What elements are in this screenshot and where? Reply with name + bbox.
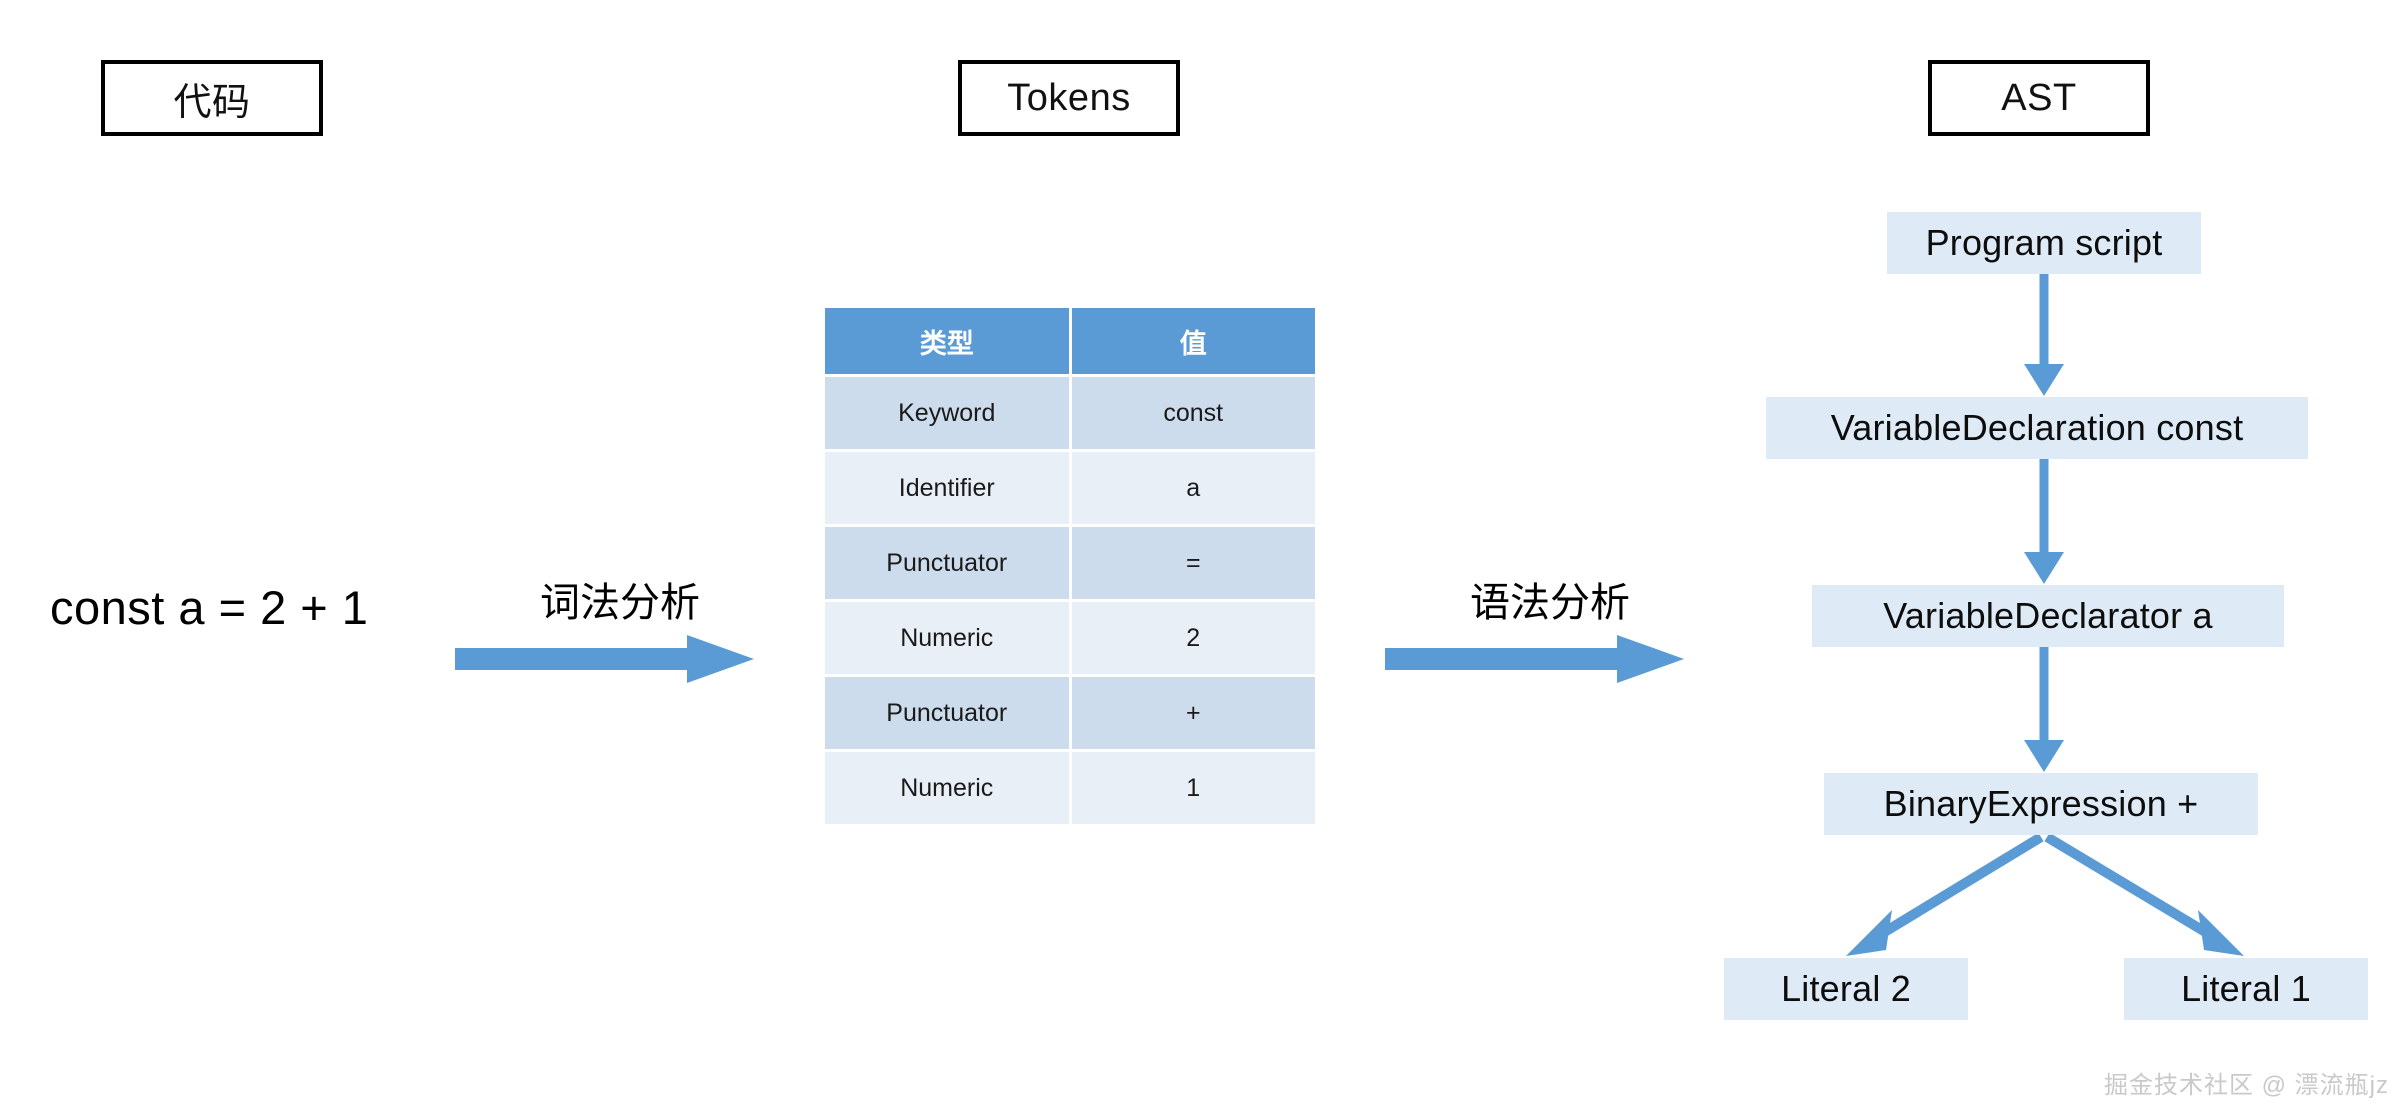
table-row: Punctuator =: [825, 527, 1315, 599]
ast-node-variable-declarator-label: VariableDeclarator a: [1883, 595, 2213, 636]
token-value-cell: 1: [1071, 752, 1315, 824]
token-type-cell: Punctuator: [825, 527, 1069, 599]
thick-right-arrow-icon: [1385, 634, 1685, 689]
ast-edge-binaryexpr-to-literal2: [1846, 832, 2044, 956]
watermark-credit: 掘金技术社区 @ 漂流瓶jz: [2103, 1072, 2389, 1099]
tokens-column-header-value: 值: [1071, 308, 1315, 374]
table-row: Numeric 2: [825, 602, 1315, 674]
ast-edge-binaryexpr-to-literal1: [2044, 832, 2244, 956]
ast-edge-vardecl-to-vardeclarator: [2024, 459, 2064, 584]
token-value-cell: =: [1071, 527, 1315, 599]
ast-edge-program-to-vardecl: [2024, 274, 2064, 396]
thick-right-arrow-icon: [455, 634, 755, 689]
ast-node-binary-expression: BinaryExpression +: [1824, 773, 2258, 835]
source-code-expression: const a = 2 + 1: [50, 581, 369, 634]
tokens-table-header-row: 类型 值: [825, 308, 1315, 374]
token-type-cell: Numeric: [825, 752, 1069, 824]
stage-caption-ast-label: AST: [2001, 76, 2077, 119]
stage-caption-code: 代码: [101, 60, 323, 136]
table-row: Numeric 1: [825, 752, 1315, 824]
table-row: Keyword const: [825, 377, 1315, 449]
stage-caption-tokens-label: Tokens: [1007, 76, 1131, 119]
ast-node-variable-declarator: VariableDeclarator a: [1812, 585, 2284, 647]
ast-node-literal-left: Literal 2: [1724, 958, 1968, 1020]
token-value-cell: a: [1071, 452, 1315, 524]
ast-node-literal-left-label: Literal 2: [1781, 968, 1911, 1009]
token-value-cell: const: [1071, 377, 1315, 449]
ast-node-program: Program script: [1887, 212, 2201, 274]
ast-node-literal-right: Literal 1: [2124, 958, 2368, 1020]
token-type-cell: Punctuator: [825, 677, 1069, 749]
token-value-cell: 2: [1071, 602, 1315, 674]
tokens-column-header-type: 类型: [825, 308, 1069, 374]
stage-caption-code-label: 代码: [173, 81, 251, 124]
token-type-cell: Numeric: [825, 602, 1069, 674]
tokens-table: 类型 值 Keyword const Identifier a Punctuat…: [822, 305, 1318, 827]
ast-node-variable-declaration: VariableDeclaration const: [1766, 397, 2308, 459]
table-row: Punctuator +: [825, 677, 1315, 749]
token-type-cell: Identifier: [825, 452, 1069, 524]
transition-lexical-analysis-label: 词法分析: [540, 581, 700, 625]
tokens-table-head: 类型 值: [825, 308, 1315, 374]
table-row: Identifier a: [825, 452, 1315, 524]
ast-node-variable-declaration-label: VariableDeclaration const: [1830, 407, 2244, 448]
token-value-cell: +: [1071, 677, 1315, 749]
transition-syntax-analysis-label: 语法分析: [1470, 581, 1630, 625]
token-type-cell: Keyword: [825, 377, 1069, 449]
tokens-table-body: Keyword const Identifier a Punctuator = …: [825, 377, 1315, 824]
stage-caption-ast: AST: [1928, 60, 2150, 136]
stage-caption-tokens: Tokens: [958, 60, 1180, 136]
ast-node-literal-right-label: Literal 1: [2181, 968, 2311, 1009]
ast-node-binary-expression-label: BinaryExpression +: [1883, 783, 2199, 824]
ast-edge-vardeclarator-to-binaryexpr: [2024, 647, 2064, 772]
ast-node-program-label: Program script: [1925, 222, 2163, 263]
